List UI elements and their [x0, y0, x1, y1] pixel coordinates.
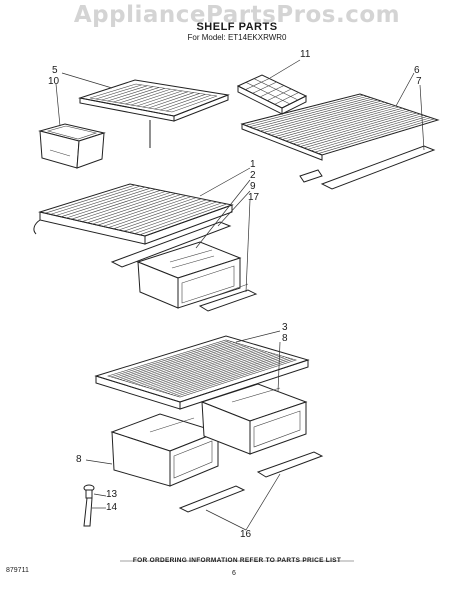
- part-16-cover-strips: [178, 451, 324, 513]
- part-3-glass-shelf: [94, 335, 310, 410]
- ordering-note: FOR ORDERING INFORMATION REFER TO PARTS …: [132, 557, 342, 564]
- part-5-glass-shelf: [78, 79, 230, 148]
- callout-1: 1: [250, 159, 256, 170]
- callout-8-right: 8: [282, 333, 288, 344]
- callout-16: 16: [240, 529, 252, 540]
- part-8-left-crisper: [110, 413, 220, 487]
- site-watermark: AppliancePartsPros.com: [73, 2, 401, 28]
- model-line: For Model: ET14EKXRWR0: [187, 33, 287, 42]
- part-2-crisper-drawer: [136, 241, 242, 309]
- callout-10: 10: [48, 76, 60, 87]
- callout-14: 14: [106, 502, 118, 513]
- page-number: 6: [232, 570, 236, 577]
- drawing-code: 879711: [6, 567, 29, 574]
- part-9-front-trim: [110, 221, 232, 268]
- callout-8-left: 8: [76, 454, 82, 465]
- callout-3: 3: [282, 322, 288, 333]
- part-13-14-roller: [83, 484, 95, 527]
- callout-17: 17: [248, 192, 260, 203]
- callout-2: 2: [250, 170, 256, 181]
- callout-13: 13: [106, 489, 118, 500]
- callout-9: 9: [250, 181, 256, 192]
- part-6-wire-shelf: [240, 93, 440, 161]
- diagram-title: SHELF PARTS: [196, 21, 278, 33]
- part-1-wire-shelf: [33, 183, 234, 245]
- callout-6: 6: [414, 65, 420, 76]
- part-17-cover-strip: [198, 283, 258, 312]
- part-10-small-drawer: [38, 123, 106, 169]
- callout-5: 5: [52, 65, 58, 76]
- part-8-right-crisper: [200, 383, 308, 455]
- leader-lines: [55, 59, 425, 531]
- callout-7: 7: [416, 76, 422, 87]
- callout-11: 11: [300, 49, 311, 60]
- part-7-trim-strip: [299, 145, 436, 190]
- part-11-ice-tray: [236, 74, 308, 115]
